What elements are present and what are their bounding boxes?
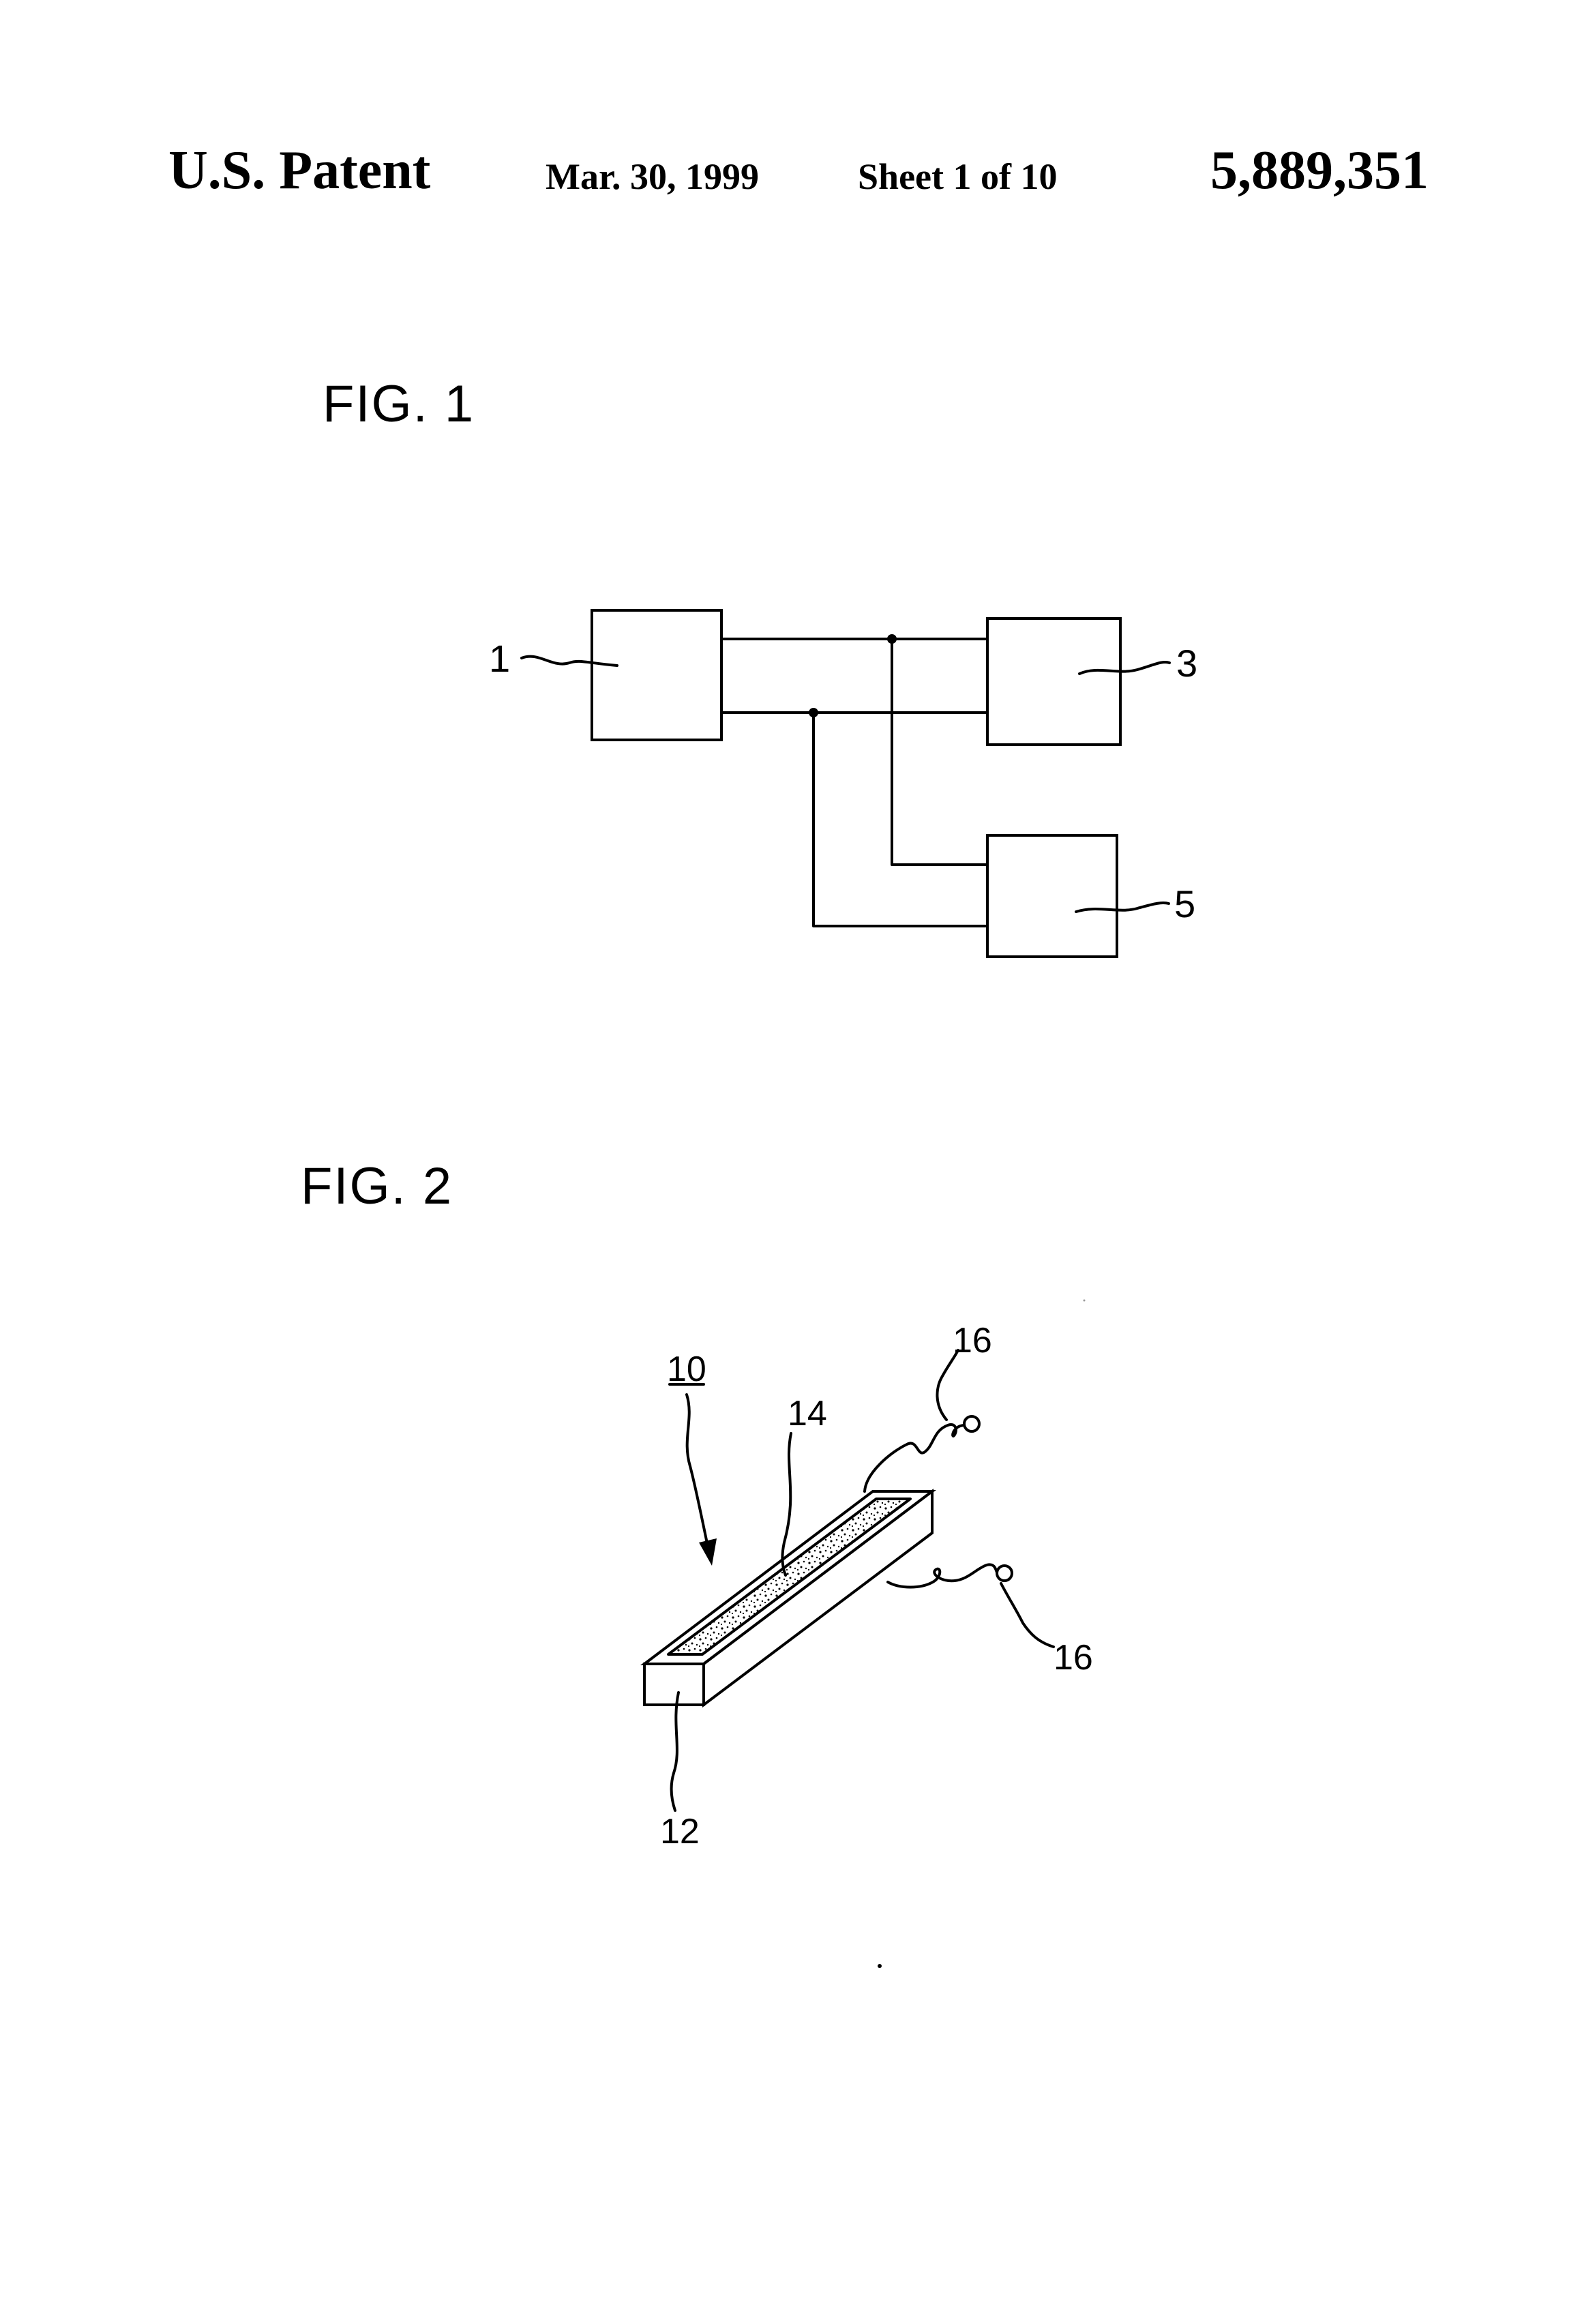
ref-numeral-12: 12 bbox=[660, 1812, 700, 1851]
scan-speck bbox=[878, 1964, 882, 1968]
ref-numeral-14: 14 bbox=[788, 1394, 827, 1433]
ref-10-arrow-line bbox=[687, 1395, 708, 1547]
ref-numeral-10: 10 bbox=[667, 1350, 706, 1389]
leader-line-16-top bbox=[937, 1350, 958, 1420]
junction-dot bbox=[809, 708, 818, 717]
ref-numeral-5: 5 bbox=[1174, 882, 1195, 925]
scan-speck bbox=[1084, 1300, 1086, 1302]
bar-front-face bbox=[644, 1664, 704, 1705]
fig1-connections bbox=[721, 634, 987, 926]
ref-numeral-1: 1 bbox=[489, 637, 510, 680]
terminal-bottom bbox=[997, 1566, 1012, 1581]
ref-numeral-3: 3 bbox=[1176, 642, 1197, 685]
leader-line-16-bottom bbox=[1001, 1583, 1054, 1647]
fig1-diagram: 1 3 5 bbox=[489, 610, 1197, 957]
lead-wire-top bbox=[865, 1425, 964, 1491]
block-3 bbox=[987, 619, 1120, 745]
block-5 bbox=[987, 835, 1117, 957]
lead-wire-bottom bbox=[888, 1564, 997, 1587]
leader-line-12 bbox=[672, 1693, 678, 1811]
junction-dot bbox=[887, 634, 897, 644]
ref-numeral-16-bottom: 16 bbox=[1054, 1638, 1093, 1678]
block-1 bbox=[592, 610, 721, 740]
ref-10-arrowhead bbox=[699, 1538, 717, 1566]
ref-numeral-16-top: 16 bbox=[953, 1321, 992, 1360]
terminal-top bbox=[964, 1416, 979, 1431]
fig2-diagram: 10 14 16 16 12 bbox=[644, 1321, 1093, 1851]
